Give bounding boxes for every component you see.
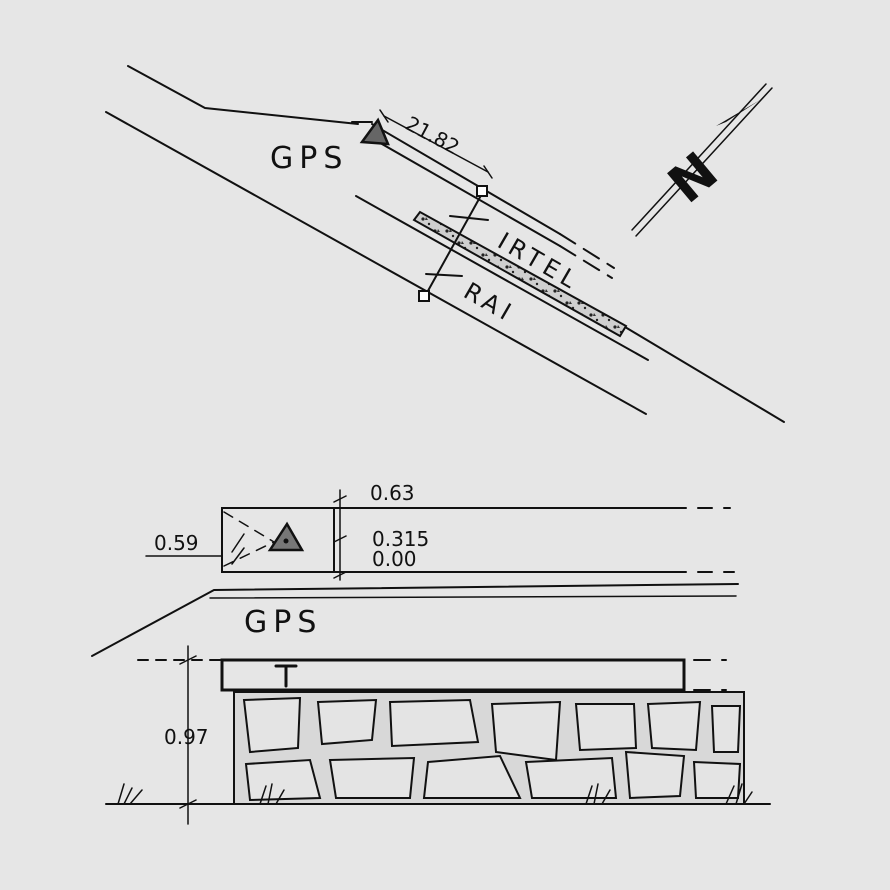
- slab-dashes: [693, 659, 727, 691]
- road-edge-upper: [127, 65, 359, 125]
- section-gps-triangle-icon: [267, 521, 305, 552]
- top-slab: [220, 658, 686, 692]
- ground-slope-line: [91, 583, 739, 657]
- section-marker-bottom: [418, 290, 430, 302]
- pillar-small-arrows: [231, 533, 245, 565]
- height-mid-label: 0.315: [372, 527, 429, 551]
- plan-view: GPS 21.82 IRTEL RAI N: [105, 65, 785, 423]
- distance-dim-ticks: [379, 109, 493, 179]
- width-label: 0.59: [154, 531, 199, 555]
- pillar-dash-lines: [223, 511, 275, 567]
- gravel-strip: [412, 210, 628, 338]
- irtel-dash: [559, 233, 615, 279]
- north-arrow-icon: N: [631, 83, 773, 237]
- height-dim-ticks: [179, 655, 197, 809]
- section-view: GPS 0.63 0.315 0.00 0.59 0.97: [91, 481, 771, 825]
- section-gps-label: GPS: [244, 605, 322, 640]
- elev-dim-ticks: [333, 495, 347, 579]
- irtel-line-1: [371, 123, 561, 235]
- base-height-label: 0.97: [164, 725, 209, 749]
- gps-pillar-box: [221, 507, 335, 573]
- height-top-label: 0.63: [370, 481, 415, 505]
- stones: [242, 696, 742, 802]
- rail-line: [355, 195, 649, 361]
- plan-gps-label: GPS: [270, 141, 348, 176]
- irtel-line-2: [367, 135, 561, 247]
- plan-distance-label: 21.82: [402, 111, 464, 159]
- road-edge-right: [609, 317, 785, 423]
- section-cut-line: [423, 189, 489, 299]
- slab-marker: [274, 664, 298, 688]
- height-zero-label: 0.00: [372, 547, 417, 571]
- section-marker-top: [476, 185, 488, 197]
- road-edge-lower: [105, 111, 647, 415]
- elev-line-dashes: [697, 507, 735, 573]
- ground-slope-line-2: [209, 595, 737, 599]
- plan-road-label-rai: RAI: [459, 277, 520, 328]
- grass-tufts: [117, 783, 753, 805]
- distance-dim-line: [383, 115, 489, 173]
- north-label: N: [658, 141, 730, 215]
- gps-triangle-icon: [359, 117, 390, 146]
